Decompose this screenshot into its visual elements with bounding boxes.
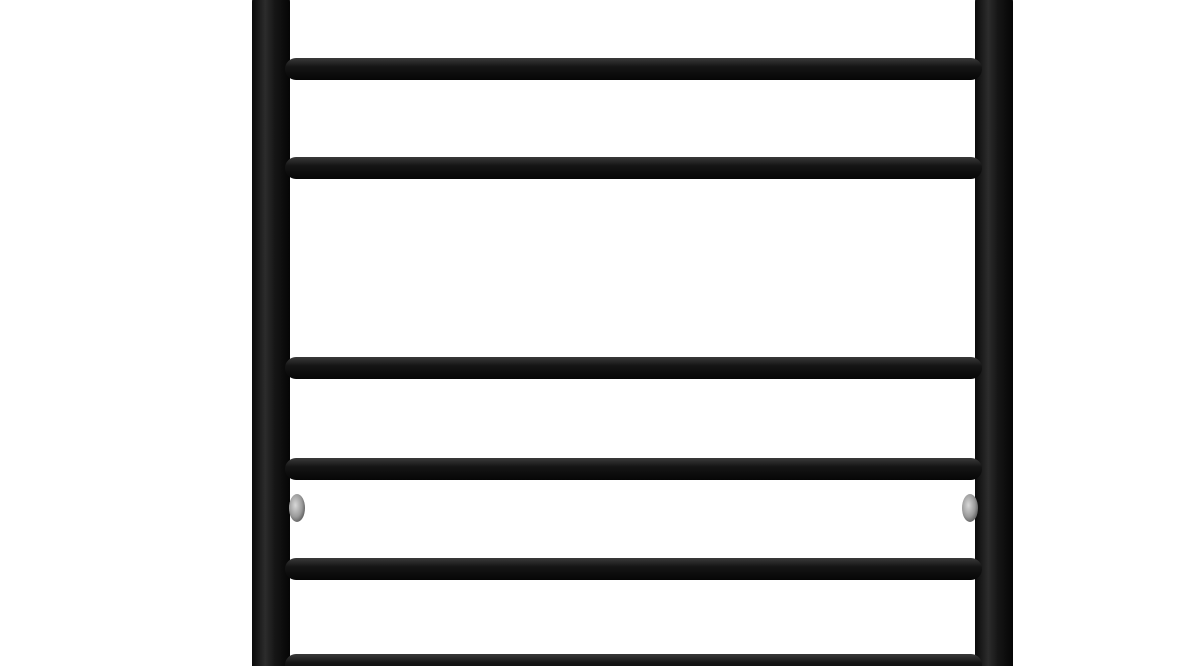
- left-post: [252, 0, 290, 666]
- rail-bar: [285, 458, 982, 480]
- rail-bar: [285, 558, 982, 580]
- left-wall-bracket: [289, 494, 305, 522]
- right-wall-bracket: [962, 494, 978, 522]
- right-post: [975, 0, 1013, 666]
- rail-bar: [285, 157, 982, 179]
- rail-bar: [285, 654, 982, 666]
- rail-bar: [285, 58, 982, 80]
- rail-bar: [285, 357, 982, 379]
